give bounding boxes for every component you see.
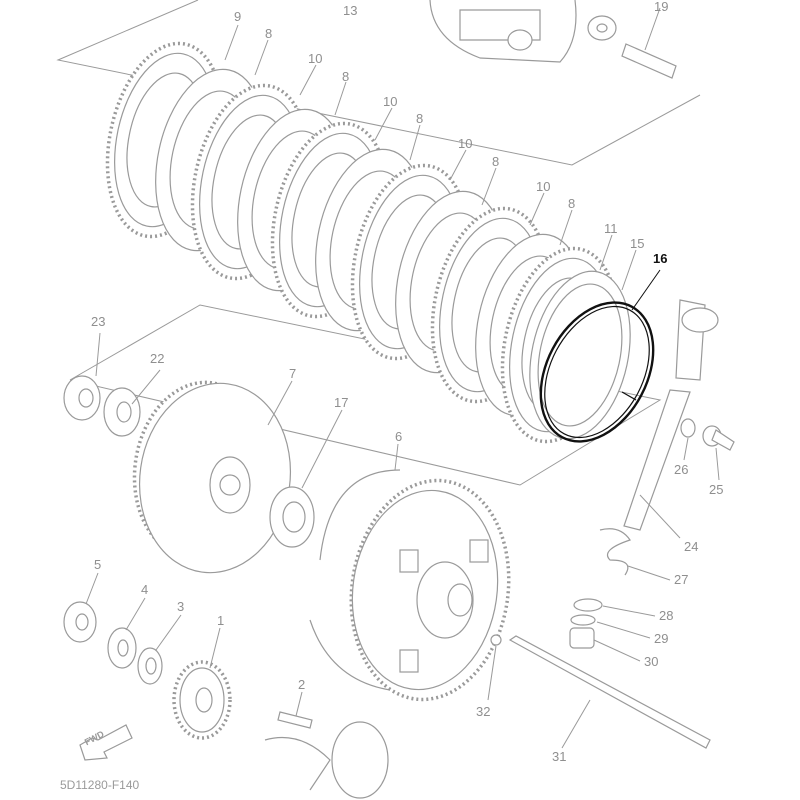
callout-27[interactable]: 27 <box>674 572 689 587</box>
key-2 <box>277 711 313 729</box>
washer-29 <box>570 614 596 626</box>
lock-washer-4 <box>107 627 137 669</box>
callout-5[interactable]: 5 <box>94 557 102 572</box>
callout-16[interactable]: 16 <box>653 251 668 266</box>
nut-23 <box>63 375 101 421</box>
callout-8[interactable]: 8 <box>416 111 424 126</box>
callout-1[interactable]: 1 <box>217 613 225 628</box>
washer-28 <box>573 598 603 612</box>
washer-3 <box>137 647 163 685</box>
callout-11[interactable]: 11 <box>604 221 618 236</box>
callout-8[interactable]: 8 <box>492 154 500 169</box>
bolt-25 <box>702 425 735 451</box>
callout-2[interactable]: 2 <box>298 677 306 692</box>
pressure-plate-13 <box>429 0 577 63</box>
primary-driven-gear-6 <box>309 469 511 702</box>
clutch-plate-stack <box>105 41 631 444</box>
hub-group-frame <box>69 304 662 486</box>
callout-30[interactable]: 30 <box>644 654 659 669</box>
diagram-code: 5D11280-F140 <box>60 778 140 792</box>
callout-31[interactable]: 31 <box>552 749 567 764</box>
push-rod-31 <box>508 635 711 749</box>
callout-19[interactable]: 19 <box>654 0 669 14</box>
callout-28[interactable]: 28 <box>659 608 674 623</box>
callout-17[interactable]: 17 <box>334 395 349 410</box>
bolt-19 <box>587 15 677 79</box>
callout-8[interactable]: 8 <box>342 69 350 84</box>
callout-3[interactable]: 3 <box>177 599 185 614</box>
ball-32 <box>490 634 502 646</box>
callout-10[interactable]: 10 <box>536 179 551 194</box>
callout-29[interactable]: 29 <box>654 631 669 646</box>
spring-27 <box>599 528 631 576</box>
callout-25[interactable]: 25 <box>709 482 724 497</box>
callout-32[interactable]: 32 <box>476 704 491 719</box>
leader-lines <box>85 7 720 749</box>
lock-washer-22 <box>103 387 141 437</box>
callout-15[interactable]: 15 <box>630 236 645 251</box>
callout-7[interactable]: 7 <box>289 366 297 381</box>
callout-22[interactable]: 22 <box>150 351 165 366</box>
callout-6[interactable]: 6 <box>395 429 403 444</box>
callout-10[interactable]: 10 <box>383 94 398 109</box>
push-lever-shaft-24 <box>623 299 719 531</box>
primary-drive-gear-1 <box>172 660 232 740</box>
washer-17 <box>269 486 315 548</box>
callout-9[interactable]: 9 <box>234 9 242 24</box>
callout-24[interactable]: 24 <box>684 539 699 554</box>
callout-23[interactable]: 23 <box>91 314 106 329</box>
nut-5 <box>63 601 97 643</box>
crankshaft-end <box>264 721 389 799</box>
wire-circlip-16 <box>539 301 655 443</box>
bearing-30 <box>569 627 595 649</box>
callout-8[interactable]: 8 <box>568 196 576 211</box>
callout-8[interactable]: 8 <box>265 26 273 41</box>
callout-4[interactable]: 4 <box>141 582 149 597</box>
clutch-boss-7 <box>132 380 292 574</box>
callout-10[interactable]: 10 <box>308 51 323 66</box>
callout-10[interactable]: 10 <box>458 136 473 151</box>
o-ring-26 <box>680 418 696 438</box>
callout-26[interactable]: 26 <box>674 462 689 477</box>
callout-13[interactable]: 13 <box>343 3 358 18</box>
fwd-arrow-icon <box>79 724 133 761</box>
